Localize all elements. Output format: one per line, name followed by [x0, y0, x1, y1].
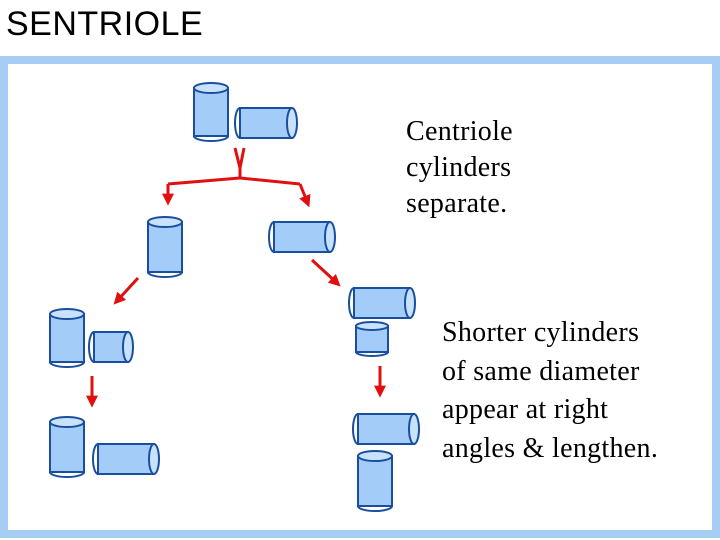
caption-shorter-cylinders: Shorter cylinders of same diameter appea…: [442, 317, 659, 464]
cylinder-long-left-final: [92, 443, 160, 475]
cylinder-vertical-right-final: [357, 450, 393, 512]
diagram-panel: Centriole cylinders separate. Shorter cy…: [0, 56, 720, 538]
page-title: SENTRIOLE: [6, 5, 204, 43]
arrow-right-down: [310, 258, 341, 287]
cylinder-horizontal-right-stage2: [348, 287, 416, 319]
cylinder-horizontal-top: [234, 107, 298, 139]
cylinder-short-left-stage2: [88, 331, 134, 363]
cylinder-vertical-mid-left: [147, 216, 183, 278]
cylinder-vertical-left-stage2: [49, 308, 85, 368]
cylinder-vertical-top: [193, 82, 229, 142]
caption-separate: Centriole cylinders separate.: [406, 116, 513, 219]
centriole-diagram: [49, 82, 420, 512]
split-arrow: [162, 147, 311, 208]
cylinder-short-right-stage2: [355, 321, 389, 357]
arrow-left-down: [113, 276, 140, 305]
cylinder-vertical-left-final: [49, 416, 85, 478]
cylinder-horizontal-right-final: [352, 413, 420, 445]
cylinder-horizontal-mid-right: [268, 221, 336, 253]
